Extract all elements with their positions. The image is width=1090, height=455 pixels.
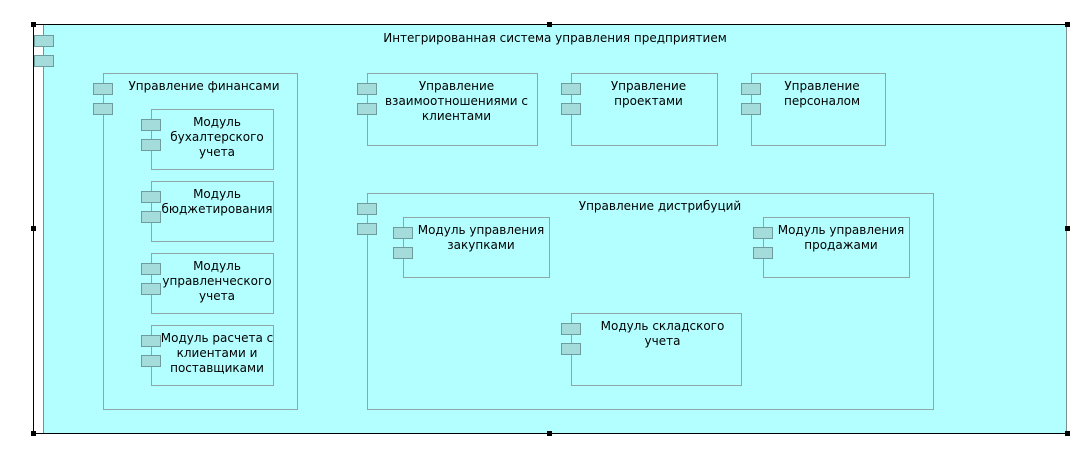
system-title: Интегрированная система управления предп…: [383, 31, 727, 45]
projects-component[interactable]: [571, 73, 718, 146]
projects-port-top: [561, 83, 581, 95]
management-accounting-port-bottom: [141, 283, 161, 295]
warehouse-module[interactable]: [571, 313, 742, 386]
finance-port-top: [93, 83, 113, 95]
warehouse-module-label: Модуль складского учета: [600, 319, 725, 348]
personnel-port-top: [741, 83, 761, 95]
warehouse-port-top: [561, 323, 581, 335]
personnel-component[interactable]: [751, 73, 886, 146]
crm-port-bottom: [357, 103, 377, 115]
management-accounting-module[interactable]: [151, 253, 274, 314]
system-port-bottom: [34, 55, 54, 67]
selection-handle-sw[interactable]: [31, 431, 36, 436]
finance-port-bottom: [93, 103, 113, 115]
distribution-port-top: [357, 203, 377, 215]
management-accounting-port-top: [141, 263, 161, 275]
selection-handle-w[interactable]: [31, 226, 36, 231]
budgeting-module-label: Модуль бюджетирования: [161, 187, 273, 216]
accounting-port-top: [141, 119, 161, 131]
distribution-title: Управление дистрибуций: [578, 199, 742, 213]
accounting-module-label: Модуль бухалтерского учета: [170, 115, 264, 159]
warehouse-port-bottom: [561, 343, 581, 355]
budgeting-module[interactable]: [151, 181, 274, 242]
crm-port-top: [357, 83, 377, 95]
selection-handle-n[interactable]: [547, 22, 552, 27]
settlements-port-bottom: [141, 355, 161, 367]
settlements-port-top: [141, 335, 161, 347]
purchasing-module[interactable]: [403, 217, 550, 278]
crm-title: Управление взаимоотношениями с клиентами: [384, 79, 528, 123]
selection-handle-nw[interactable]: [31, 22, 36, 27]
purchasing-port-bottom: [393, 247, 413, 259]
accounting-port-bottom: [141, 139, 161, 151]
projects-port-bottom: [561, 103, 581, 115]
sales-port-bottom: [753, 247, 773, 259]
sales-module[interactable]: [763, 217, 910, 278]
system-port-top: [34, 35, 54, 47]
selection-handle-e[interactable]: [1065, 226, 1070, 231]
management-accounting-module-label: Модуль управленческого учета: [162, 259, 272, 303]
budgeting-port-bottom: [141, 211, 161, 223]
sales-module-label: Модуль управления продажами: [777, 223, 905, 252]
distribution-port-bottom: [357, 223, 377, 235]
finance-title: Управление финансами: [128, 79, 280, 93]
crm-component[interactable]: [367, 73, 538, 146]
purchasing-module-label: Модуль управления закупками: [417, 223, 545, 252]
selection-handle-s[interactable]: [547, 431, 552, 436]
sales-port-top: [753, 227, 773, 239]
selection-handle-ne[interactable]: [1065, 22, 1070, 27]
purchasing-port-top: [393, 227, 413, 239]
settlements-module[interactable]: [151, 325, 274, 386]
settlements-module-label: Модуль расчета с клиентами и поставщикам…: [160, 331, 274, 375]
selection-handle-se[interactable]: [1065, 431, 1070, 436]
personnel-title: Управление персоналом: [783, 79, 861, 108]
projects-title: Управление проектами: [610, 79, 687, 108]
personnel-port-bottom: [741, 103, 761, 115]
budgeting-port-top: [141, 191, 161, 203]
